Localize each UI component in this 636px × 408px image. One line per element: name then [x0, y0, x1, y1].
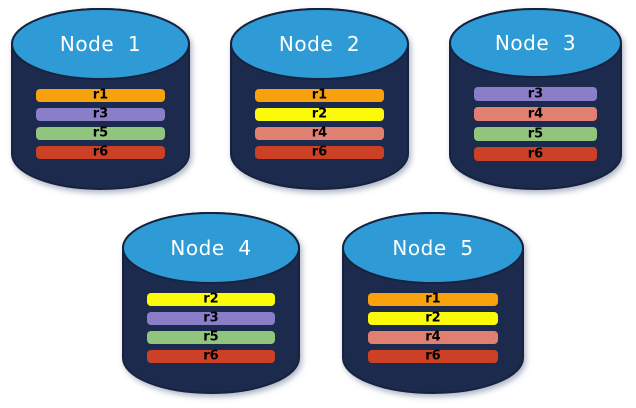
- replica-bar[interactable]: r2: [255, 108, 384, 121]
- replica-label: r6: [527, 146, 544, 161]
- replica-label: r2: [425, 310, 441, 326]
- replica-label: r1: [92, 87, 109, 103]
- replica-bar[interactable]: r5: [147, 331, 275, 344]
- cylinder-top-ellipse: [449, 8, 622, 78]
- replica-bar[interactable]: r6: [368, 350, 498, 363]
- replica-label: r2: [311, 106, 328, 122]
- replica-bar[interactable]: r5: [474, 127, 597, 141]
- cylinder-top-ellipse: [230, 8, 409, 80]
- cylinder-top-ellipse: [11, 8, 190, 80]
- replica-bar[interactable]: r4: [255, 127, 384, 140]
- replica-label: r3: [92, 106, 109, 122]
- replica-bar[interactable]: r1: [255, 89, 384, 102]
- replica-label: r4: [527, 106, 544, 121]
- replica-label: r5: [203, 329, 219, 345]
- replica-label: r5: [92, 125, 109, 141]
- replica-bar[interactable]: r3: [474, 87, 597, 101]
- replica-bar-list: r3 r4 r5 r6: [449, 87, 622, 161]
- replica-bar[interactable]: r6: [474, 147, 597, 161]
- replica-bar[interactable]: r1: [36, 89, 165, 102]
- replica-label: r3: [203, 310, 219, 326]
- replica-label: r6: [203, 348, 219, 364]
- replica-bar[interactable]: r4: [368, 331, 498, 344]
- replica-bar[interactable]: r6: [255, 146, 384, 159]
- replica-bar-list: r1 r2 r4 r6: [230, 89, 409, 159]
- replica-bar-list: r1 r2 r4 r6: [342, 293, 524, 363]
- replica-bar[interactable]: r3: [147, 312, 275, 325]
- replica-label: r1: [425, 291, 441, 307]
- replica-bar-list: r1 r3 r5 r6: [11, 89, 190, 159]
- replica-bar[interactable]: r6: [36, 146, 165, 159]
- replica-bar[interactable]: r2: [147, 293, 275, 306]
- replica-label: r1: [311, 87, 328, 103]
- replica-label: r5: [527, 126, 544, 141]
- cylinder-shape: [342, 212, 524, 394]
- replica-bar-list: r2 r3 r5 r6: [122, 293, 300, 363]
- replica-label: r4: [311, 125, 328, 141]
- replica-label: r6: [92, 144, 109, 160]
- replica-bar[interactable]: r4: [474, 107, 597, 121]
- replica-label: r6: [311, 144, 328, 160]
- replica-bar[interactable]: r2: [368, 312, 498, 325]
- replica-label: r3: [527, 86, 544, 101]
- replica-label: r2: [203, 291, 219, 307]
- cylinder-top-ellipse: [122, 212, 300, 284]
- replica-bar[interactable]: r5: [36, 127, 165, 140]
- replica-label: r4: [425, 329, 441, 345]
- replica-label: r6: [425, 348, 441, 364]
- replica-bar[interactable]: r1: [368, 293, 498, 306]
- replica-bar[interactable]: r3: [36, 108, 165, 121]
- cylinder-top-ellipse: [342, 212, 524, 284]
- replica-bar[interactable]: r6: [147, 350, 275, 363]
